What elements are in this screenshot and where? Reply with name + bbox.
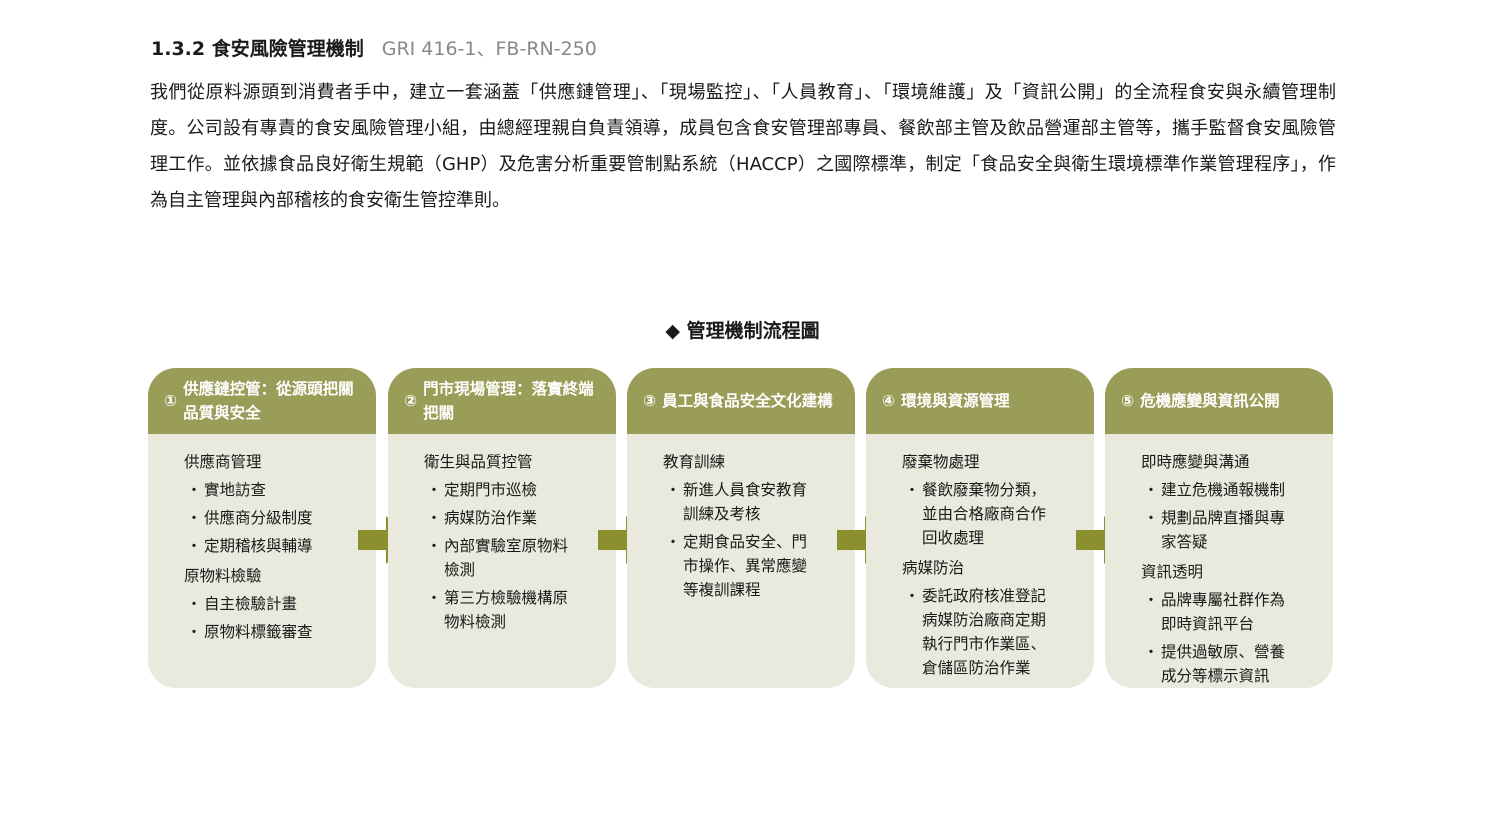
bullet-icon: ・ [665,533,681,551]
bullet-icon: ・ [426,481,442,499]
card-body: 廢棄物處理・餐飲廢棄物分類，並由合格廠商合作回收處理病媒防治・委託政府核准登記病… [866,434,1094,680]
card-title: 危機應變與資訊公開 [1140,392,1280,410]
list-item-text: 原物料標籤審查 [204,623,313,641]
bullet-icon: ・ [904,587,920,605]
list-item: ・規劃品牌直播與專家答疑 [1141,506,1333,554]
section-heading: 原物料檢驗 [184,567,262,585]
section-title: 1.3.2 食安風險管理機制 GRI 416-1、FB-RN-250 [151,34,597,61]
card-header: ① 供應鏈控管：從源頭把關品質與安全 [148,368,376,434]
card-title: 員工與食品安全文化建構 [662,392,833,410]
bullet-icon: ・ [665,481,681,499]
flowchart-title: ◆ 管理機制流程圖 [665,320,820,342]
list-item-text: 病媒防治作業 [444,509,538,527]
list-item: ・供應商分級制度 [184,506,376,530]
bullet-icon: ・ [426,537,442,555]
list-item: ・第三方檢驗機構原物料檢測 [424,586,616,634]
card-header: ⑤ 危機應變與資訊公開 [1105,368,1333,434]
card-title: 環境與資源管理 [901,392,1010,410]
bullet-icon: ・ [1143,481,1159,499]
bullet-icon: ・ [426,509,442,527]
list-item-text: 規劃品牌直播與專家答疑 [1161,509,1286,551]
list-item-text: 餐飲廢棄物分類，並由合格廠商合作回收處理 [922,481,1047,547]
list-item-text: 定期門市巡檢 [444,481,538,499]
list-item-text: 實地訪查 [204,481,267,499]
bullet-icon: ・ [1143,643,1159,661]
list-item-text: 定期稽核與輔導 [204,537,313,555]
list-item: ・病媒防治作業 [424,506,616,530]
section-heading: 衛生與品質控管 [424,453,533,471]
intro-paragraph: 我們從原料源頭到消費者手中，建立一套涵蓋「供應鏈管理」、「現場監控」、「人員教育… [150,82,1336,211]
step-number: ④ [882,392,896,410]
list-item: ・定期門市巡檢 [424,478,616,502]
bullet-icon: ・ [1143,591,1159,609]
card-body: 衛生與品質控管・定期門市巡檢・病媒防治作業・內部實驗室原物料檢測・第三方檢驗機構… [388,434,616,634]
list-item-text: 供應商分級制度 [204,509,313,527]
step-number: ① [164,392,178,410]
step-number: ③ [643,392,657,410]
card-title: 供應鏈控管：從源頭把關品質與安全 [183,380,354,422]
card-body: 即時應變與溝通・建立危機通報機制・規劃品牌直播與專家答疑資訊透明・品牌專屬社群作… [1105,434,1333,688]
list-item-text: 建立危機通報機制 [1161,481,1286,499]
list-item: ・新進人員食安教育訓練及考核 [663,478,855,526]
list-item: ・定期食品安全、門市操作、異常應變等複訓課程 [663,530,855,602]
bullet-icon: ・ [1143,509,1159,527]
list-item: ・委託政府核准登記病媒防治廠商定期執行門市作業區、倉儲區防治作業 [902,584,1094,680]
card-body: 供應商管理・實地訪查・供應商分級制度・定期稽核與輔導原物料檢驗・自主檢驗計畫・原… [148,434,376,644]
card-header: ③ 員工與食品安全文化建構 [627,368,855,434]
list-item-text: 委託政府核准登記病媒防治廠商定期執行門市作業區、倉儲區防治作業 [922,587,1047,677]
list-item-text: 品牌專屬社群作為即時資訊平台 [1161,591,1286,633]
bullet-icon: ・ [186,595,202,613]
list-item: ・品牌專屬社群作為即時資訊平台 [1141,588,1333,636]
step-number: ⑤ [1121,392,1135,410]
card-body: 教育訓練・新進人員食安教育訓練及考核・定期食品安全、門市操作、異常應變等複訓課程 [627,434,855,602]
section-heading: 教育訓練 [663,453,726,471]
list-item-text: 新進人員食安教育訓練及考核 [683,481,808,523]
gri-reference: GRI 416-1、FB-RN-250 [381,38,597,60]
bullet-icon: ・ [426,589,442,607]
bullet-icon: ・ [186,481,202,499]
list-item: ・原物料標籤審查 [184,620,376,644]
bullet-icon: ・ [904,481,920,499]
section-heading: 病媒防治 [902,559,965,577]
section-heading: 資訊透明 [1141,563,1204,581]
card-header: ② 門市現場管理：落實終端把關 [388,368,616,434]
step-number: ② [404,392,418,410]
list-item: ・實地訪查 [184,478,376,502]
bullet-icon: ・ [186,509,202,527]
list-item: ・建立危機通報機制 [1141,478,1333,502]
section-heading: 即時應變與溝通 [1141,453,1250,471]
bullet-icon: ・ [186,623,202,641]
section-heading: 廢棄物處理 [902,453,980,471]
list-item: ・內部實驗室原物料檢測 [424,534,616,582]
list-item: ・提供過敏原、營養成分等標示資訊 [1141,640,1333,688]
bullet-icon: ・ [186,537,202,555]
card-title: 門市現場管理：落實終端把關 [423,380,594,422]
list-item-text: 內部實驗室原物料檢測 [444,537,569,579]
section-heading: 1.3.2 食安風險管理機制 [151,38,364,60]
list-item-text: 第三方檢驗機構原物料檢測 [444,589,569,631]
card-header: ④ 環境與資源管理 [866,368,1094,434]
list-item-text: 定期食品安全、門市操作、異常應變等複訓課程 [683,533,808,599]
list-item-text: 自主檢驗計畫 [204,595,298,613]
section-heading: 供應商管理 [184,453,262,471]
list-item-text: 提供過敏原、營養成分等標示資訊 [1161,643,1286,685]
list-item: ・自主檢驗計畫 [184,592,376,616]
list-item: ・餐飲廢棄物分類，並由合格廠商合作回收處理 [902,478,1094,550]
list-item: ・定期稽核與輔導 [184,534,376,558]
